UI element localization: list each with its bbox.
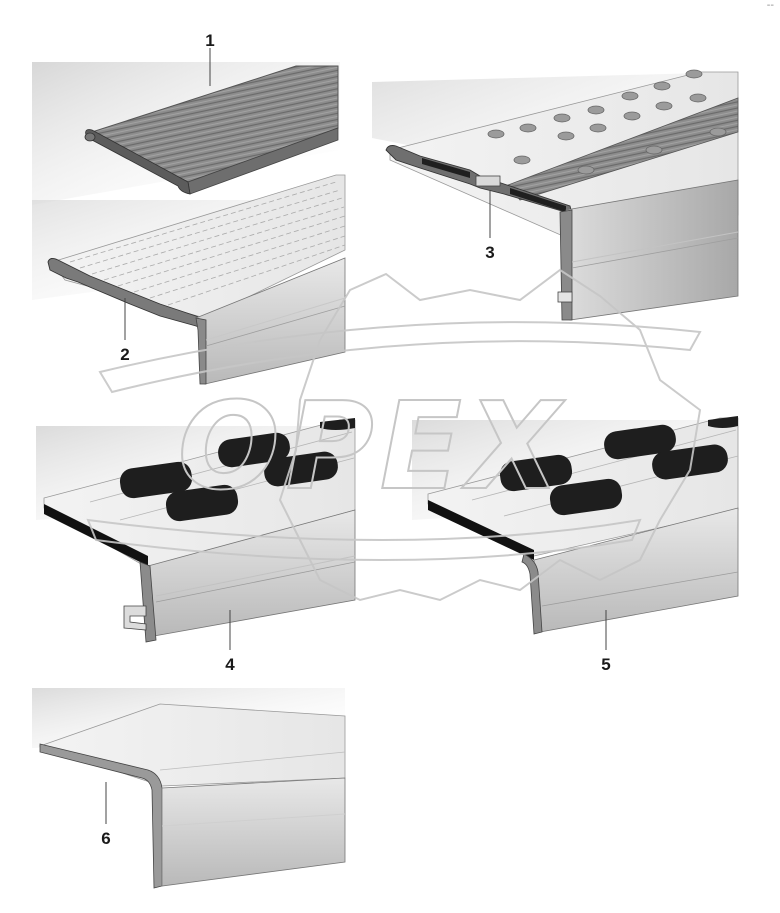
callout-5: 5 (601, 655, 610, 674)
part-2-ribbed-profile (32, 174, 346, 385)
watermark-swoosh (98, 321, 702, 394)
callout-6: 6 (101, 829, 110, 848)
watermark-text: OPEX (178, 378, 566, 517)
callout-4: 4 (225, 655, 235, 674)
part-1-insert-strip (32, 62, 340, 205)
part-4-stair-nose-with-pads (36, 418, 356, 643)
callouts: 1 2 3 4 5 6 (101, 31, 610, 848)
part-5-stair-nose (412, 416, 739, 635)
watermark-gear (278, 268, 702, 602)
callout-3: 3 (485, 243, 494, 262)
callout-2: 2 (120, 345, 129, 364)
part-3-perforated-profile (372, 69, 739, 321)
corner-mark: -- (766, 0, 774, 11)
callout-1: 1 (205, 31, 214, 50)
watermark-swoosh-lower (86, 518, 642, 561)
watermark (86, 268, 702, 602)
part-6-angle-profile (32, 688, 346, 889)
